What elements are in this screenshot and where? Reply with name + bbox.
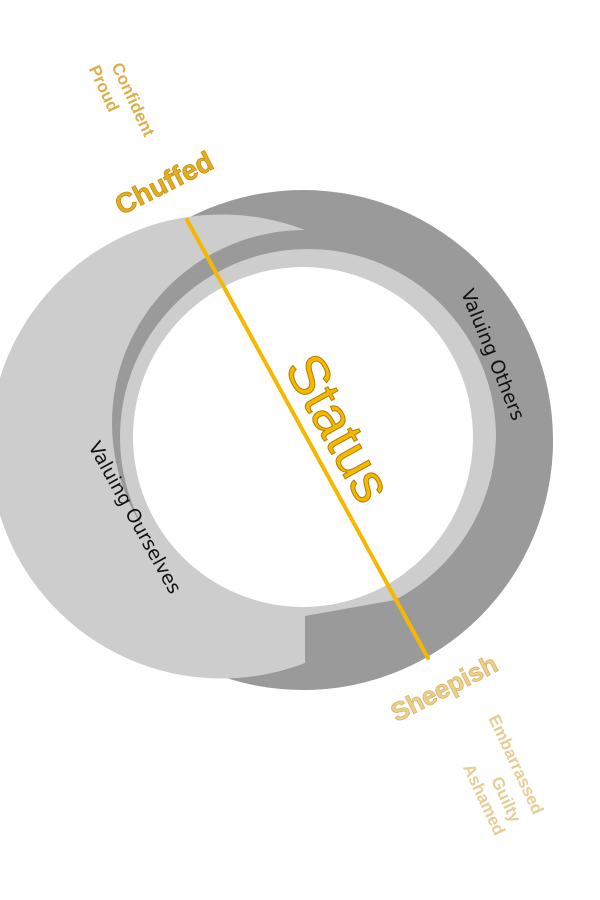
inner-disc (133, 267, 473, 607)
status-axis-line (185, 218, 430, 660)
outer-dark-segment (305, 440, 553, 690)
top-primary-label: Chuffed (110, 145, 218, 221)
inner-light-band (0, 214, 305, 679)
